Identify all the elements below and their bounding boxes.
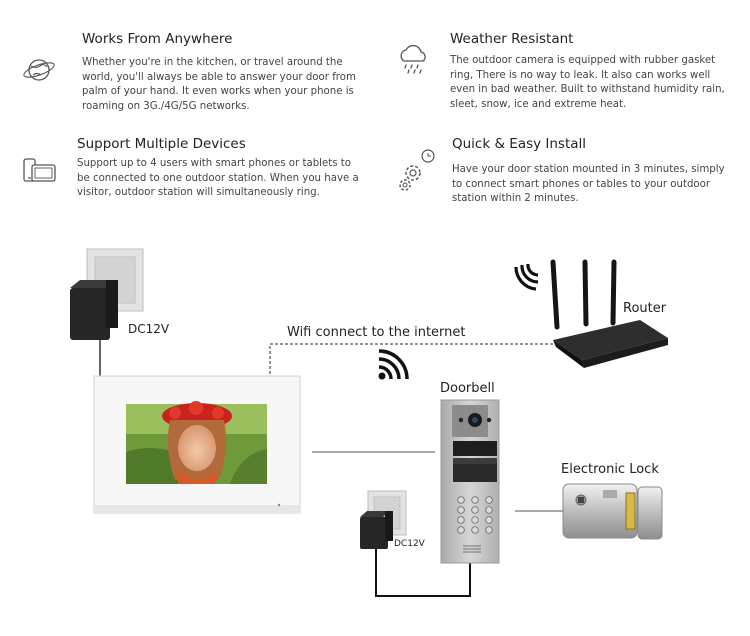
gears-clock-icon [396, 148, 438, 196]
wifi-dashed-line [269, 343, 553, 374]
feature-description: Whether you're in the kitchen, or travel… [82, 57, 356, 112]
wifi-signal-icon [378, 349, 409, 380]
wifi-label: Wifi connect to the internet [287, 325, 466, 340]
feature-title: Works From Anywhere [82, 31, 233, 47]
feature-title: Support Multiple Devices [77, 136, 246, 152]
dc12v-label-bottom: DC12V [394, 539, 426, 549]
feature-title: Weather Resistant [450, 31, 574, 47]
rain-cloud-icon [396, 44, 432, 80]
router-label: Router [623, 301, 667, 316]
router [550, 259, 668, 368]
power-adapter-bottom [360, 511, 393, 549]
power-cable-bottom [375, 545, 471, 597]
router-wireless-icon [514, 263, 539, 291]
doorbell-panel [440, 399, 500, 564]
globe-icon [22, 55, 58, 89]
feature-title: Quick & Easy Install [452, 136, 587, 152]
electronic-lock [562, 483, 663, 540]
feature-description: The outdoor camera is equipped with rubb… [450, 55, 725, 110]
power-adapter-top [70, 280, 118, 340]
doorbell-label: Doorbell [440, 381, 495, 396]
feature-description: Support up to 4 users with smart phones … [77, 158, 359, 198]
connection-lines [99, 340, 563, 597]
monitor-screen [126, 401, 267, 484]
indoor-monitor [93, 375, 301, 514]
dc12v-label-top: DC12V [128, 322, 170, 336]
doorbell-keypad [457, 496, 493, 534]
feature-description: Have your door station mounted in 3 minu… [452, 164, 725, 204]
electronic-lock-label: Electronic Lock [561, 462, 659, 477]
devices-icon [22, 157, 58, 189]
